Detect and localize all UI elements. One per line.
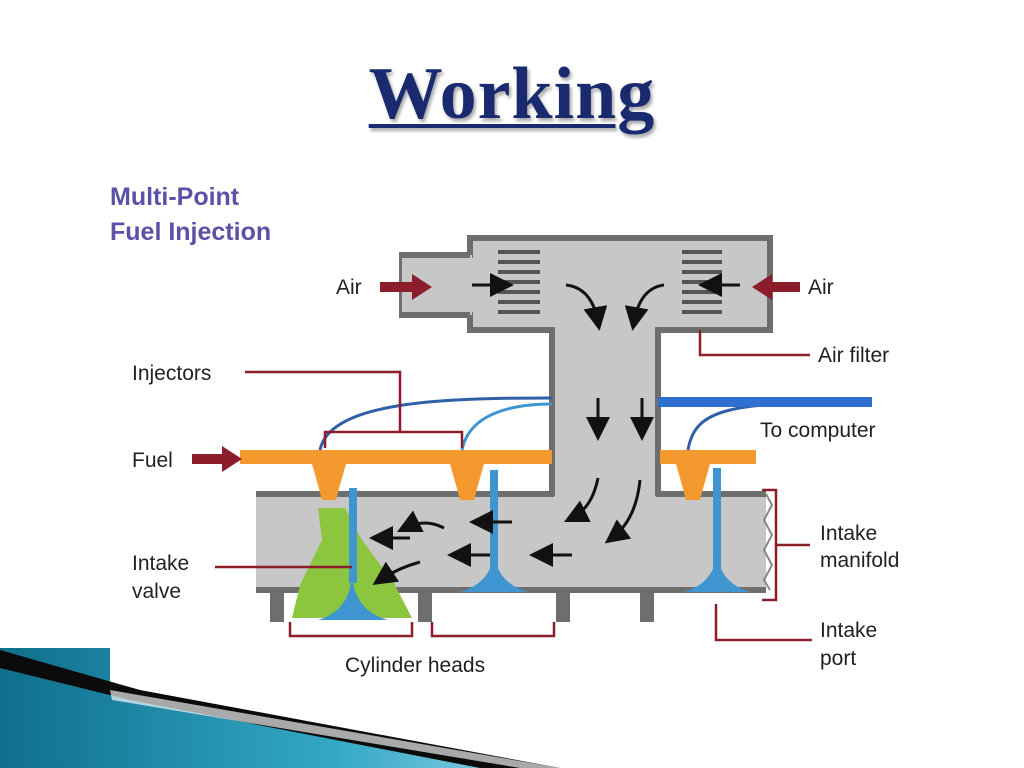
fuel-arrow [192, 446, 242, 472]
corner-accent [0, 648, 560, 768]
intake-valves [318, 468, 750, 620]
air-left-arrow [380, 274, 432, 300]
cylinder-head-base [270, 590, 654, 622]
label-to-computer: To computer [760, 419, 876, 442]
label-air-right: Air [808, 276, 834, 299]
label-intake-port-line2: port [820, 647, 856, 670]
input-arrows [192, 274, 800, 472]
label-cylinder-heads: Cylinder heads [345, 654, 485, 677]
label-intake-valve-line1: Intake [132, 552, 189, 575]
label-intake-port-line1: Intake [820, 619, 877, 642]
cylinder-openings [288, 594, 748, 628]
diagram-heading-line2: Fuel Injection [110, 218, 271, 246]
label-air-filter: Air filter [818, 344, 889, 367]
air-filter-fins-right [682, 250, 722, 314]
label-intake-valve-line2: valve [132, 580, 181, 603]
air-right-arrow [752, 274, 800, 300]
label-intake-manifold-line1: Intake [820, 522, 877, 545]
air-filter-fins-left [498, 250, 540, 314]
airflow-arrows [369, 273, 740, 585]
leader-lines [215, 330, 812, 642]
label-injectors: Injectors [132, 362, 211, 385]
fuel-rail [240, 450, 756, 500]
diagram-heading-line1: Multi-Point [110, 183, 240, 211]
label-intake-manifold-line2: manifold [820, 549, 899, 572]
label-air-left: Air [336, 276, 362, 299]
label-fuel: Fuel [132, 449, 173, 472]
slide-title: Working [368, 53, 656, 135]
